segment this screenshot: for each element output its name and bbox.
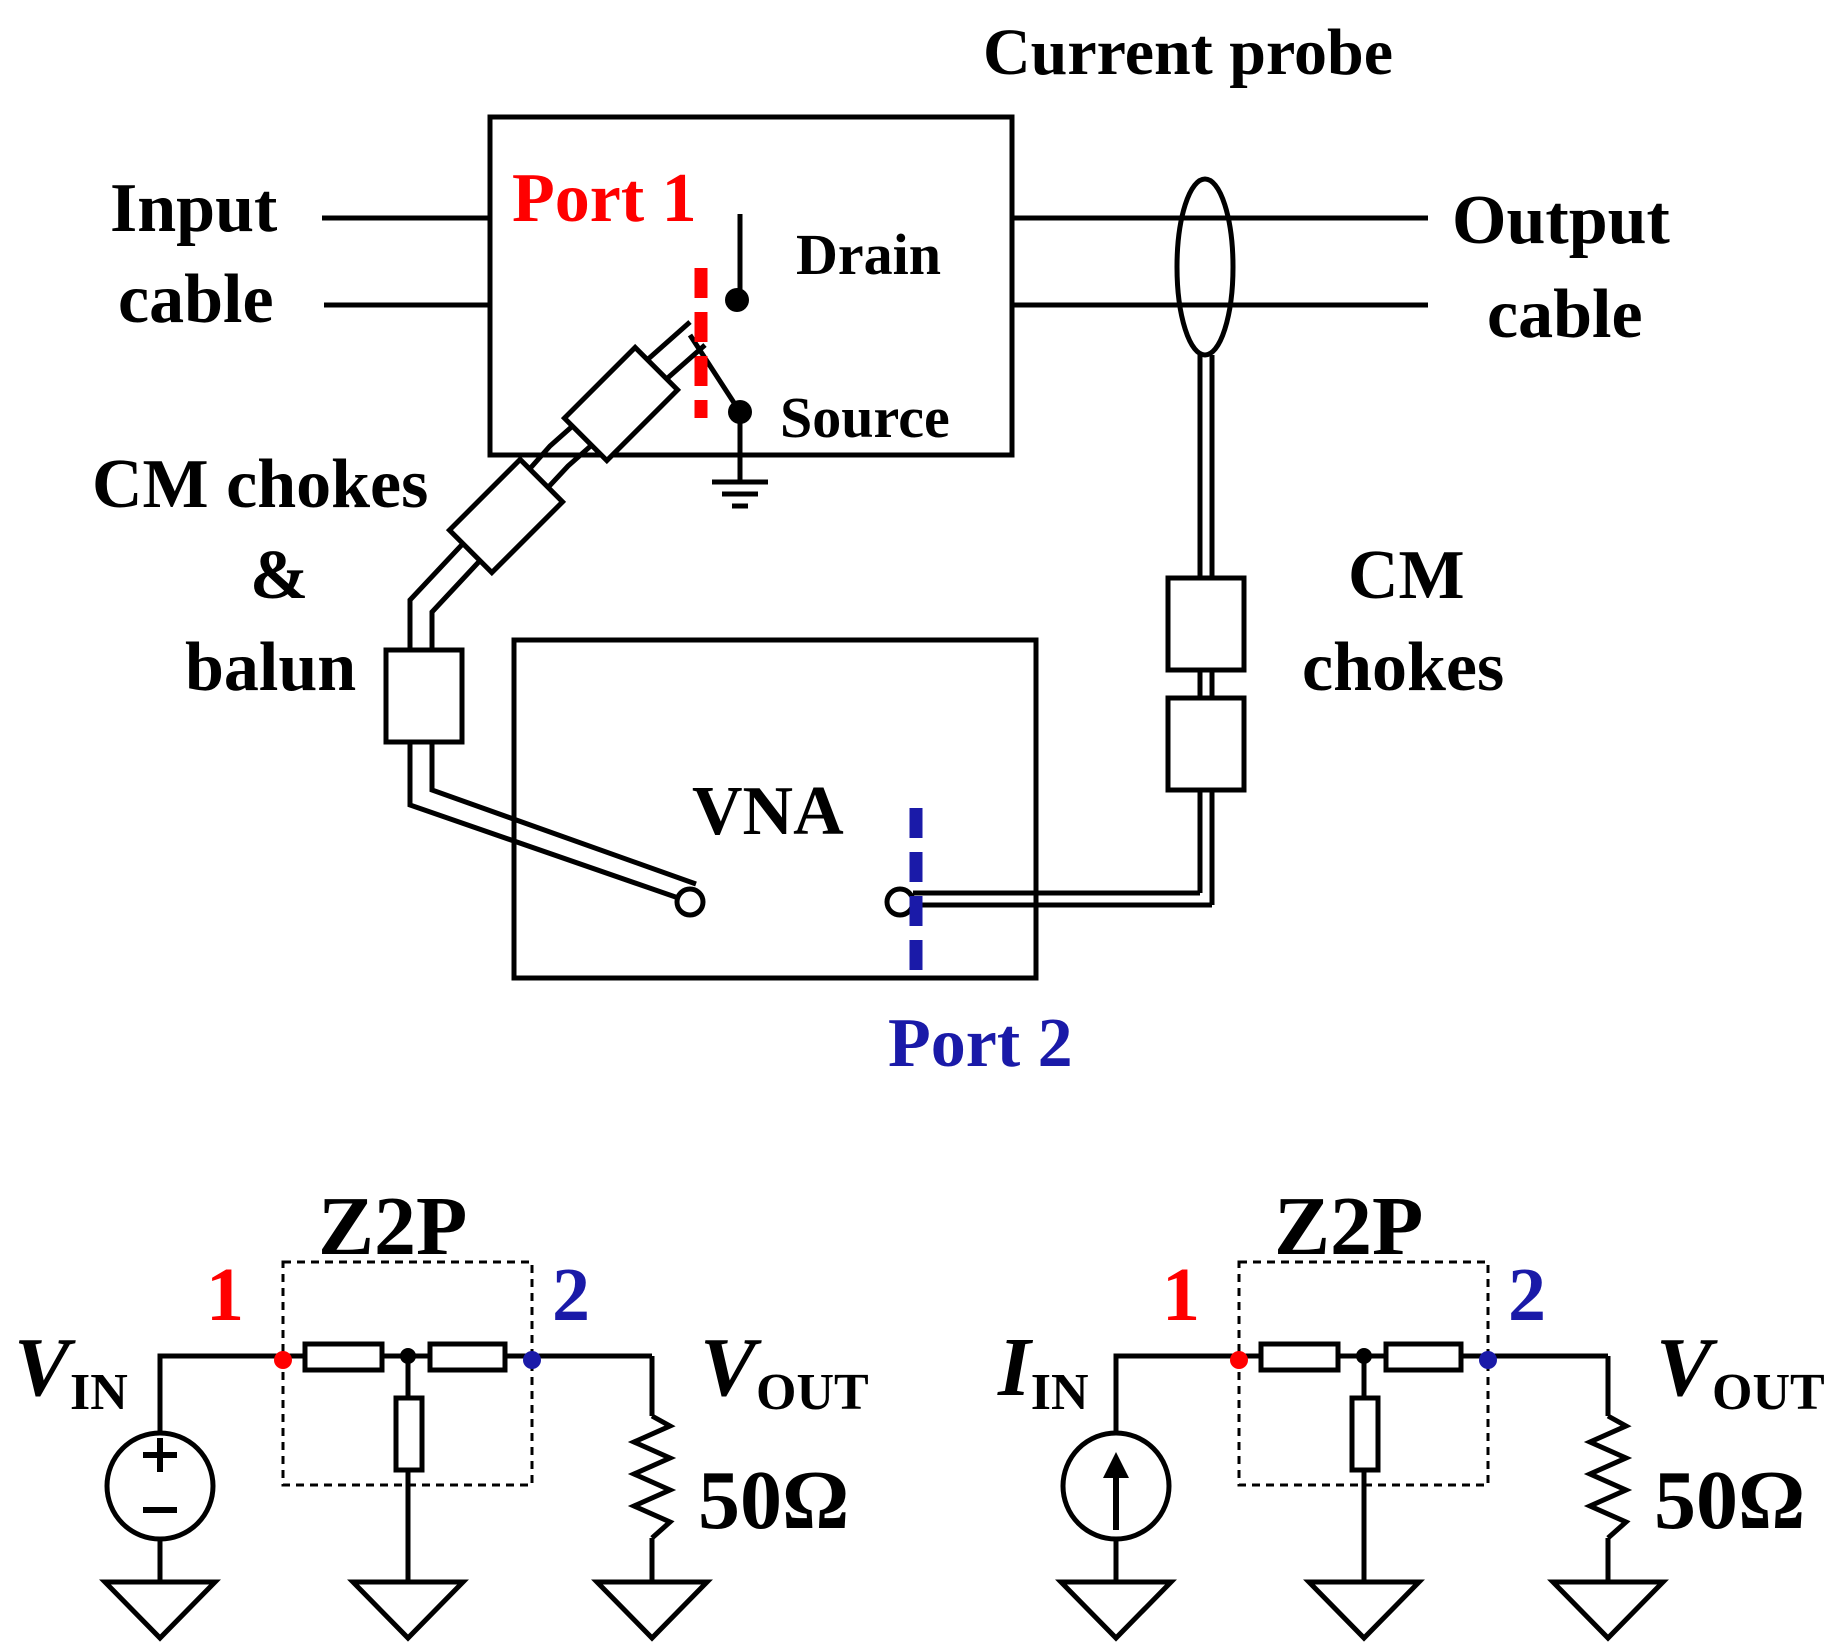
drain-label: Drain <box>796 222 941 287</box>
circuit-wire <box>157 1353 305 1460</box>
cm-chokes-balun-label: CM chokes <box>92 446 428 523</box>
drain-node <box>725 288 749 312</box>
load-label: 50Ω <box>1654 1454 1805 1547</box>
ground-icon <box>347 1579 469 1642</box>
cm-choke-left-2 <box>445 455 567 577</box>
junction-node <box>1356 1348 1372 1364</box>
port1-label: Port 1 <box>512 160 697 237</box>
output-variable: VOUT <box>700 1321 869 1421</box>
port2-node <box>1479 1351 1497 1369</box>
vna-label: VNA <box>692 773 844 850</box>
port2-node <box>523 1351 541 1369</box>
cm-chokes-balun-label: balun <box>185 629 356 706</box>
series-resistor <box>1258 1341 1341 1373</box>
cm-choke-right-2 <box>1165 695 1247 793</box>
ground-icon <box>99 1579 221 1642</box>
coax-cable-left <box>407 740 691 905</box>
ground-icon <box>1055 1579 1177 1642</box>
arrow-up-icon <box>1103 1452 1129 1478</box>
ground-icon <box>1547 1579 1669 1642</box>
cm-chokes-right-label: CM <box>1348 537 1465 614</box>
coax-cable-left <box>429 740 697 887</box>
network-label: Z2P <box>1274 1180 1423 1273</box>
series-resistor <box>427 1341 508 1373</box>
input-cable-label: cable <box>118 261 274 338</box>
port1-node <box>274 1351 292 1369</box>
port1-number: 1 <box>1162 1253 1200 1337</box>
cm-choke-right-1 <box>1165 575 1247 673</box>
port2-number: 2 <box>552 1253 590 1337</box>
balun-box <box>383 647 465 745</box>
voltage-source-icon <box>104 1430 216 1542</box>
port2-label: Port 2 <box>888 1005 1073 1082</box>
junction-node <box>400 1348 416 1364</box>
z2p-network-box <box>281 1260 534 1487</box>
source-variable: VIN <box>14 1321 128 1421</box>
cm-chokes-balun-label: & <box>250 537 308 614</box>
dut-box <box>487 114 1015 458</box>
port1-node <box>1230 1351 1248 1369</box>
output-cable-label: cable <box>1487 276 1643 353</box>
cm-chokes-right-label: chokes <box>1302 629 1504 706</box>
shunt-resistor <box>393 1395 425 1473</box>
series-resistor <box>302 1341 385 1373</box>
source-variable: IIN <box>997 1321 1089 1421</box>
circuit-current-source: Z2P 1 2 IIN VOUT 50Ω <box>997 1180 1825 1642</box>
measurement-setup: Current probe Input cable Port 1 Drain S… <box>92 16 1670 1082</box>
input-cable-label: Input <box>110 170 277 247</box>
output-variable: VOUT <box>1656 1321 1825 1421</box>
cm-choke-left-1 <box>560 343 682 465</box>
z2p-network-box <box>1237 1260 1490 1487</box>
circuit-voltage-source: Z2P 1 2 VIN VOUT 50Ω <box>14 1180 869 1642</box>
vna-box <box>511 637 1039 981</box>
shunt-resistor <box>1349 1395 1381 1473</box>
ground-icon <box>1303 1579 1425 1642</box>
port2-number: 2 <box>1508 1253 1546 1337</box>
current-probe-icon <box>1174 176 1236 358</box>
load-resistor-icon <box>1583 1413 1633 1540</box>
network-label: Z2P <box>318 1180 467 1273</box>
port1-number: 1 <box>206 1253 244 1337</box>
source-label: Source <box>780 385 950 450</box>
load-label: 50Ω <box>698 1454 849 1547</box>
load-resistor-icon <box>627 1413 677 1540</box>
circuit-wire <box>1113 1353 1261 1460</box>
vna-port2-connector <box>884 886 916 918</box>
current-probe-label: Current probe <box>983 16 1393 89</box>
output-cable-label: Output <box>1452 182 1670 259</box>
series-resistor <box>1383 1341 1464 1373</box>
ground-icon <box>591 1579 713 1642</box>
vna-port1-connector <box>674 886 706 918</box>
